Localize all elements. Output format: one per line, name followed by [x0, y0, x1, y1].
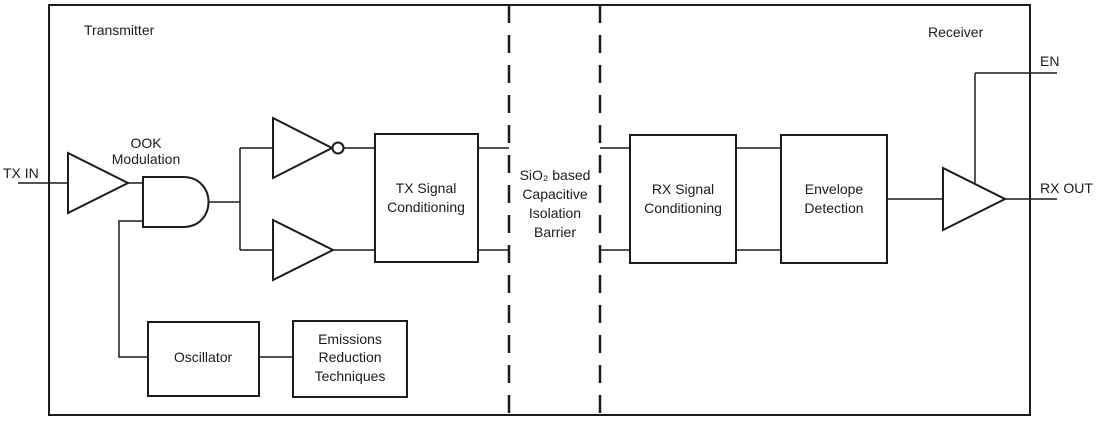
and-gate-symbol	[142, 176, 210, 228]
output-buffer-symbol	[942, 166, 1008, 232]
isolation-barrier-line3: Isolation	[529, 205, 581, 221]
isolation-barrier-line1: SiO₂ based	[520, 167, 591, 183]
rx-signal-conditioning-label: RX Signal Conditioning	[644, 181, 722, 216]
isolation-barrier-line4: Barrier	[534, 224, 576, 240]
rx-signal-conditioning-box	[629, 134, 737, 264]
oscillator-feedback-wire	[118, 220, 148, 358]
emissions-reduction-line3: Techniques	[315, 368, 386, 384]
emissions-reduction-box	[292, 320, 408, 398]
tx-signal-conditioning-line1: TX Signal	[396, 180, 457, 196]
transmitter-label: Transmitter	[84, 22, 155, 38]
emissions-reduction-line1: Emissions	[318, 331, 382, 347]
tx-signal-conditioning-box	[374, 133, 479, 263]
inverter-symbol	[272, 116, 345, 180]
oscillator-box	[147, 321, 260, 397]
inverter-triangle	[272, 116, 335, 180]
rx-signal-conditioning-line1: RX Signal	[652, 181, 714, 197]
buffer-symbol	[272, 218, 336, 282]
tx-signal-conditioning-line2: Conditioning	[387, 199, 465, 215]
inverter-bubble	[331, 141, 345, 155]
rx-signal-conditioning-line2: Conditioning	[644, 200, 722, 216]
chip-outline	[48, 4, 1031, 416]
ook-modulation-label: OOK Modulation	[112, 135, 181, 167]
envelope-detection-line2: Detection	[804, 200, 863, 216]
isolation-barrier-line2: Capacitive	[522, 186, 588, 202]
emissions-reduction-line2: Reduction	[318, 349, 381, 365]
isolation-barrier-label: SiO₂ based Capacitive Isolation Barrier	[520, 167, 591, 240]
rx-out-label: RX OUT	[1040, 180, 1093, 196]
ook-modulation-line1: OOK	[130, 135, 162, 151]
tx-in-label: TX IN	[3, 165, 39, 181]
envelope-detection-label: Envelope Detection	[804, 181, 863, 216]
envelope-detection-box	[780, 134, 888, 264]
oscillator-label: Oscillator	[174, 349, 233, 365]
receiver-label: Receiver	[928, 24, 984, 40]
ook-modulation-line2: Modulation	[112, 151, 181, 167]
envelope-detection-line1: Envelope	[805, 181, 864, 197]
emissions-reduction-label: Emissions Reduction Techniques	[315, 331, 386, 384]
input-buffer-symbol	[67, 151, 131, 215]
tx-signal-conditioning-label: TX Signal Conditioning	[387, 180, 465, 215]
en-label: EN	[1040, 53, 1059, 69]
